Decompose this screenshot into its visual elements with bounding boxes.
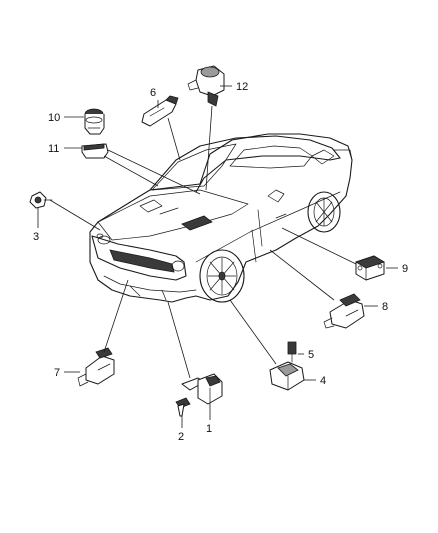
part-9-sensor	[355, 255, 385, 281]
part-10-sensor	[84, 108, 105, 135]
callout-8: 8	[382, 301, 388, 313]
callout-9: 9	[402, 263, 408, 275]
callout-5: 5	[308, 349, 314, 361]
callout-labels: 12 6 10 11 3 9 8 7 5 4 1 2	[33, 81, 408, 443]
part-6-sensor	[141, 95, 179, 127]
callout-7: 7	[54, 367, 60, 379]
part-3-sensor	[29, 191, 53, 209]
callout-1: 1	[206, 423, 212, 435]
callout-6: 6	[150, 87, 156, 99]
part-5-valve-stem	[287, 341, 297, 363]
part-12-rain-sensor	[187, 65, 225, 107]
callout-12: 12	[236, 81, 248, 93]
callout-2: 2	[178, 431, 184, 443]
callout-10: 10	[48, 112, 60, 124]
part-1-sensor	[181, 373, 223, 405]
part-4-tpms-sensor	[269, 361, 305, 391]
callout-3: 3	[33, 231, 39, 243]
part-2-fastener	[175, 397, 191, 417]
callout-11: 11	[48, 143, 59, 155]
part-8-sensor	[323, 293, 365, 329]
leader-lines	[37, 85, 398, 428]
car-illustration	[89, 133, 353, 303]
callout-4: 4	[320, 375, 326, 387]
part-7-sensor	[77, 347, 115, 387]
part-11-sensor	[81, 143, 109, 159]
